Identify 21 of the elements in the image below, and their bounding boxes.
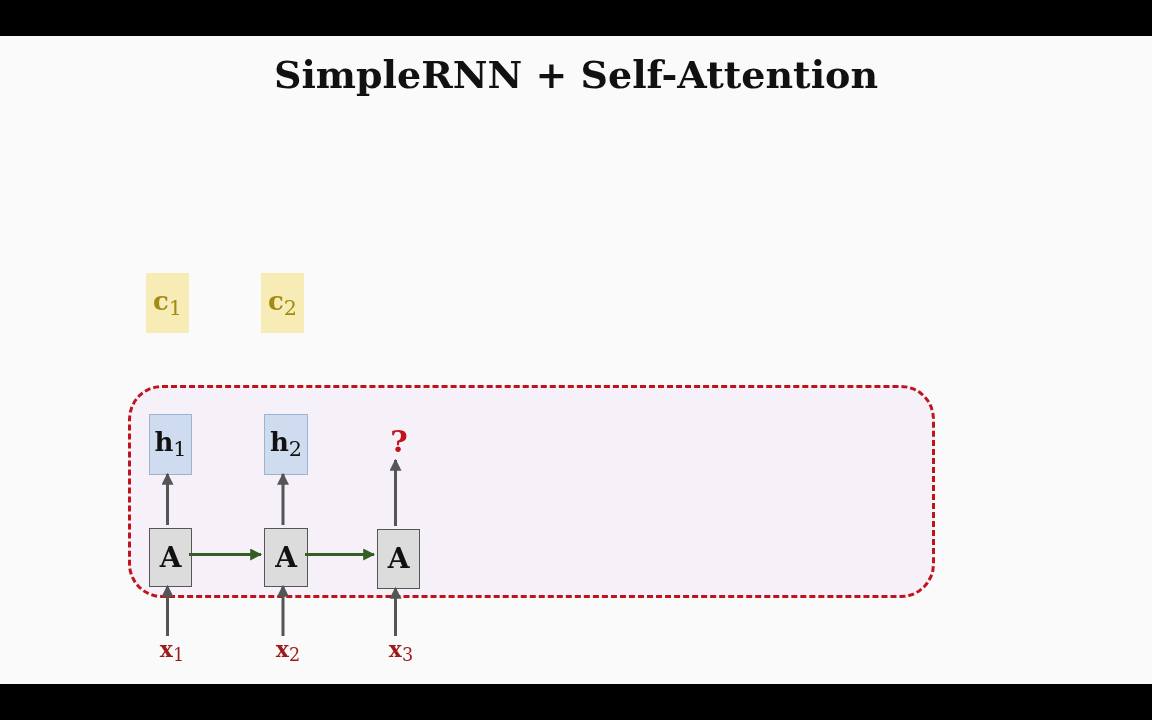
input-label: x$_{3}$ <box>384 636 418 666</box>
arrow <box>277 584 289 636</box>
arrow <box>277 472 289 525</box>
context-box: c$_{2}$ <box>261 273 304 333</box>
question-mark: ? <box>386 423 412 461</box>
input-label: x$_{1}$ <box>155 636 189 666</box>
arrow <box>161 472 174 525</box>
arrow <box>305 548 376 561</box>
hidden-state-box: h$_{1}$ <box>149 414 192 475</box>
dashed-rounded-region <box>128 385 935 598</box>
context-box: c$_{1}$ <box>146 273 189 333</box>
arrow <box>389 586 402 636</box>
arrow <box>161 584 174 636</box>
arrow <box>389 458 402 526</box>
arrow <box>189 548 263 561</box>
rnn-cell-box: A <box>149 528 192 587</box>
input-label: x$_{2}$ <box>271 636 305 666</box>
title: SimpleRNN + Self-Attention <box>272 52 880 97</box>
rnn-cell-box: A <box>377 529 420 589</box>
hidden-state-box: h$_{2}$ <box>264 414 308 475</box>
rnn-cell-box: A <box>264 528 308 587</box>
